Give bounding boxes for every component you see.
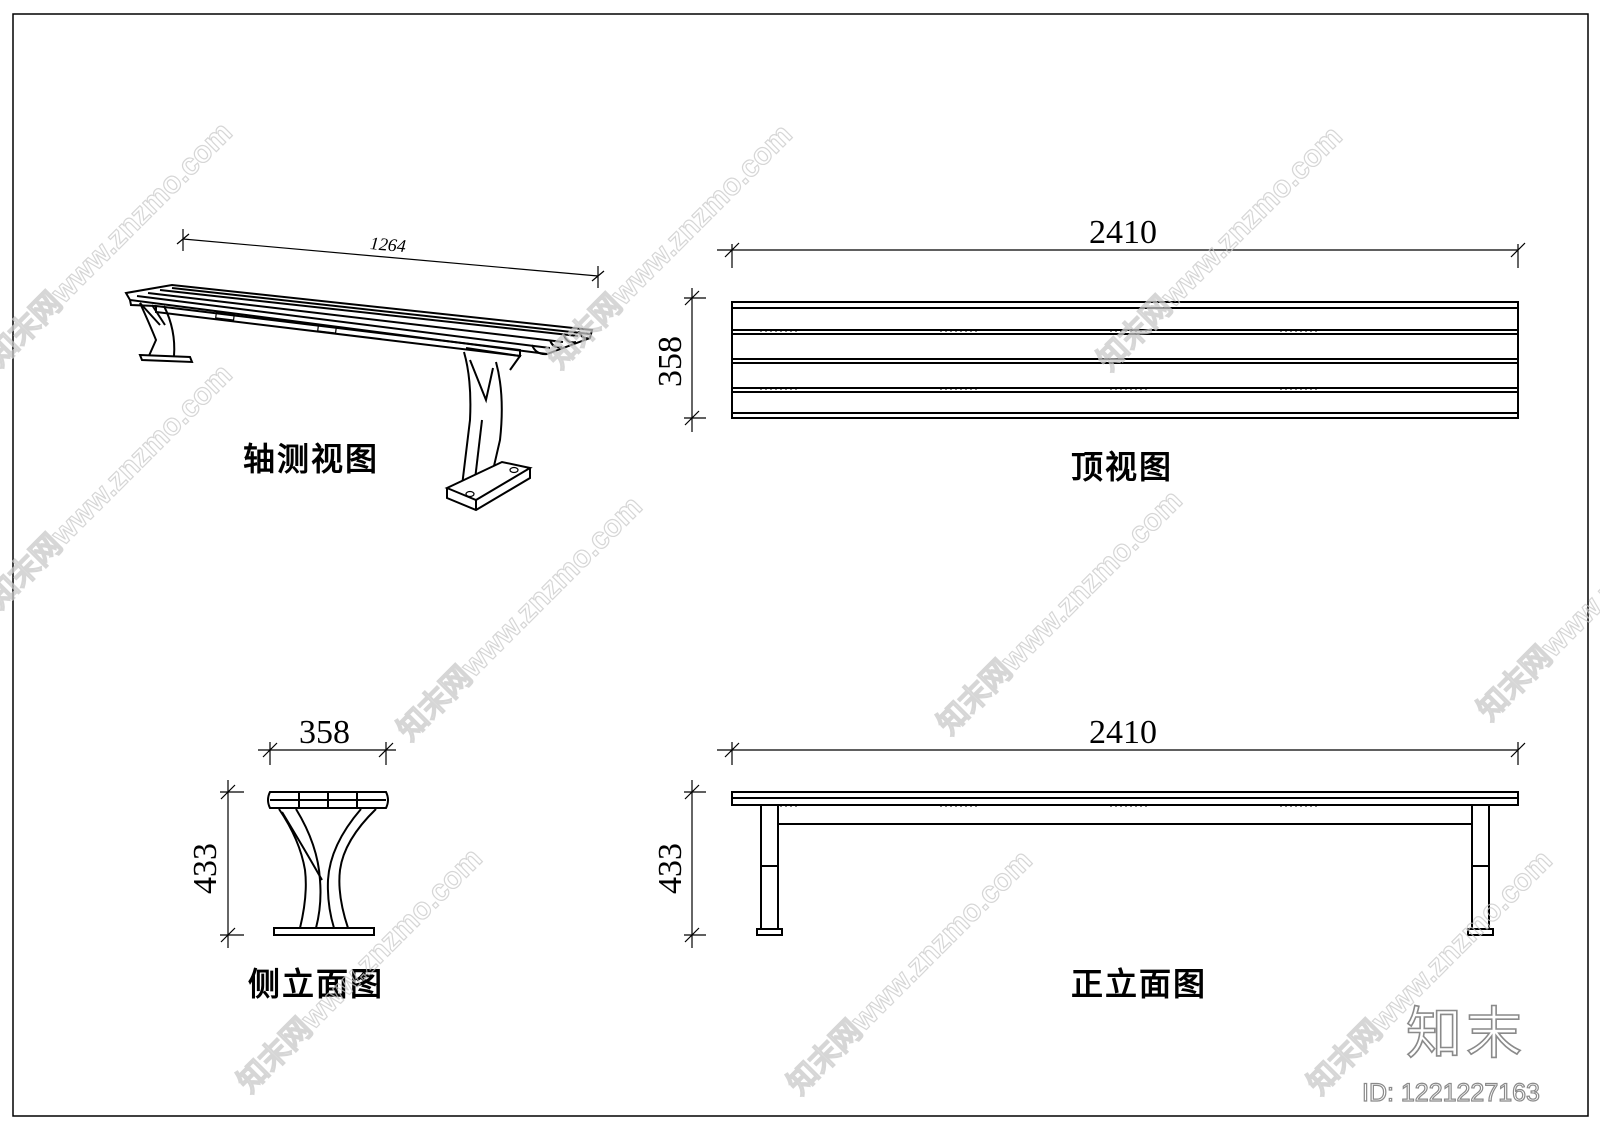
watermark-text: 知末网www.znzmo.com — [0, 116, 239, 373]
brand-logo: 知末 — [1406, 1002, 1526, 1067]
watermark-text: 知末网www.znzmo.com — [932, 484, 1189, 741]
front-width-dimension-line — [717, 742, 1526, 765]
axo-front-leg — [444, 351, 533, 512]
top-view-title: 顶视图 — [1071, 448, 1173, 486]
watermark-layer: 知末网www.znzmo.com 知末网www.znzmo.com 知末网www… — [0, 115, 1600, 1101]
watermark-text: 知末网www.znzmo.com — [782, 844, 1039, 1101]
front-bench-profile — [731, 791, 1519, 936]
side-height-dimension-line — [220, 780, 244, 948]
front-width-label: 2410 — [1089, 714, 1157, 751]
front-view: 2410 433 — [652, 714, 1526, 1003]
axo-rear-leg — [138, 302, 194, 364]
side-height-label: 433 — [187, 843, 224, 894]
front-view-title: 正立面图 — [1071, 965, 1207, 1003]
top-width-label: 2410 — [1089, 214, 1157, 251]
top-view: 2410 358 — [652, 214, 1526, 486]
top-depth-dimension-line — [684, 288, 706, 432]
axo-seat — [124, 283, 594, 371]
side-bench-profile — [267, 791, 389, 936]
side-view: 358 433 侧立面图 — [187, 714, 396, 1003]
side-width-label: 358 — [299, 714, 350, 751]
sheet-border — [12, 13, 1589, 1117]
side-width-dimension-line — [258, 742, 396, 765]
front-height-dimension-line — [684, 780, 706, 948]
watermark-text: 知末网www.znzmo.com — [392, 490, 649, 747]
axonometric-view: 1264 — [124, 229, 605, 512]
axo-dimension-label: 1264 — [369, 233, 407, 256]
side-view-title: 侧立面图 — [248, 965, 384, 1003]
watermark-text: 知末网www.znzmo.com — [1472, 470, 1600, 727]
top-seat-slats — [731, 301, 1519, 419]
axo-dimension-line — [176, 229, 605, 288]
id-label: ID: 1221227163 — [1362, 1079, 1540, 1107]
axo-view-title: 轴测视图 — [243, 440, 379, 478]
front-height-label: 433 — [652, 843, 689, 894]
top-width-dimension-line — [717, 242, 1526, 268]
top-depth-label: 358 — [652, 336, 689, 387]
watermark-text: 知末网www.znzmo.com — [0, 358, 239, 615]
